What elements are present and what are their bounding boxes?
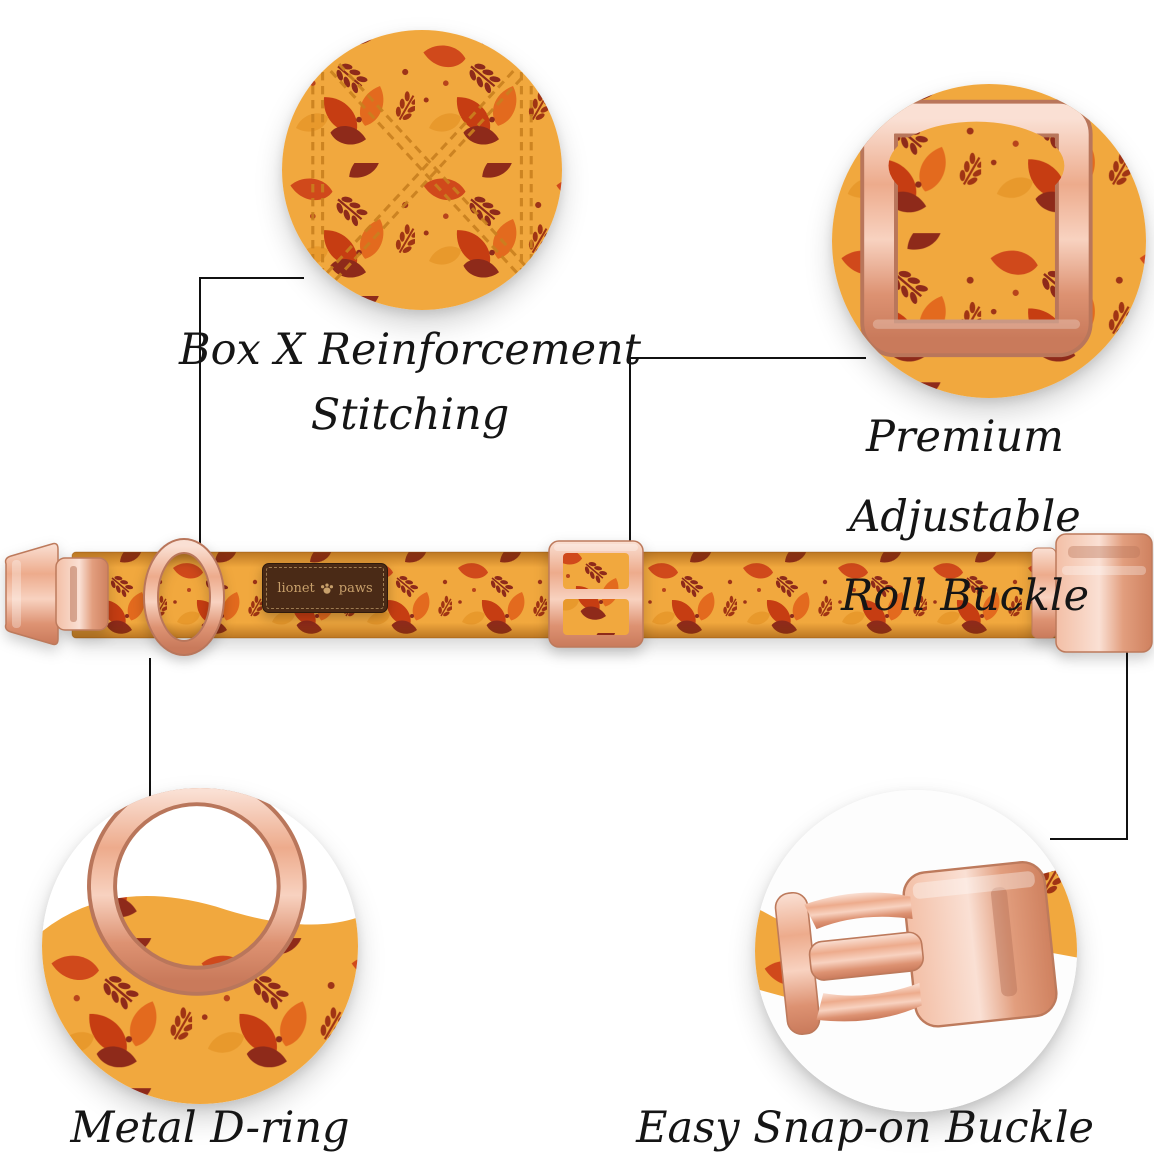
- brand-word-right: paws: [338, 580, 373, 596]
- label-d-ring: Metal D-ring: [40, 1103, 380, 1153]
- callout-line-stitching-v: [199, 277, 201, 553]
- adjustable-roll-buckle: [546, 538, 646, 650]
- adjustable-roll-buckle-graphic: [548, 540, 644, 648]
- label-line-2: Roll Buckle: [840, 571, 1090, 622]
- callout-line-snap-buckle-v: [1126, 650, 1128, 840]
- metal-d-ring-graphic: [143, 538, 225, 656]
- metal-d-ring: [140, 536, 228, 658]
- feature-circle-roll-buckle: [832, 84, 1146, 398]
- label-line-1: Box X Reinforcement: [178, 325, 642, 375]
- callout-line-stitching-h: [199, 277, 304, 279]
- roll-buckle-photo: [832, 84, 1146, 398]
- stitching-photo: [282, 30, 562, 310]
- label-line-1: Metal D-ring: [70, 1103, 350, 1153]
- callout-line-roll-buckle-v: [629, 357, 631, 541]
- label-roll-buckle: Premium Adjustable Roll Buckle: [765, 398, 1154, 637]
- brand-tag: lionet paws: [262, 563, 388, 613]
- paw-icon: [320, 582, 333, 594]
- feature-circle-d-ring: [42, 788, 358, 1104]
- label-box-x-stitching: Box X Reinforcement Stitching: [130, 318, 690, 447]
- callout-line-d-ring-v: [149, 658, 151, 804]
- left-metal-buckle-graphic: [4, 542, 109, 646]
- right-snap-buckle: [1030, 532, 1154, 654]
- label-line-1: Premium Adjustable: [849, 412, 1081, 542]
- feature-circle-snap-buckle: [755, 790, 1077, 1112]
- brand-word-left: lionet: [277, 580, 315, 596]
- d-ring-photo: [42, 788, 358, 1104]
- callout-line-snap-buckle-h: [1050, 838, 1128, 840]
- callout-line-roll-buckle-h: [629, 357, 866, 359]
- label-snap-buckle: Easy Snap-on Buckle: [600, 1103, 1130, 1153]
- label-line-2: Stitching: [310, 389, 510, 440]
- left-metal-buckle: [0, 530, 112, 658]
- feature-circle-stitching: [282, 30, 562, 310]
- right-snap-buckle-graphic: [1031, 533, 1153, 653]
- snap-buckle-photo: [755, 790, 1077, 1112]
- label-line-1: Easy Snap-on Buckle: [636, 1103, 1094, 1153]
